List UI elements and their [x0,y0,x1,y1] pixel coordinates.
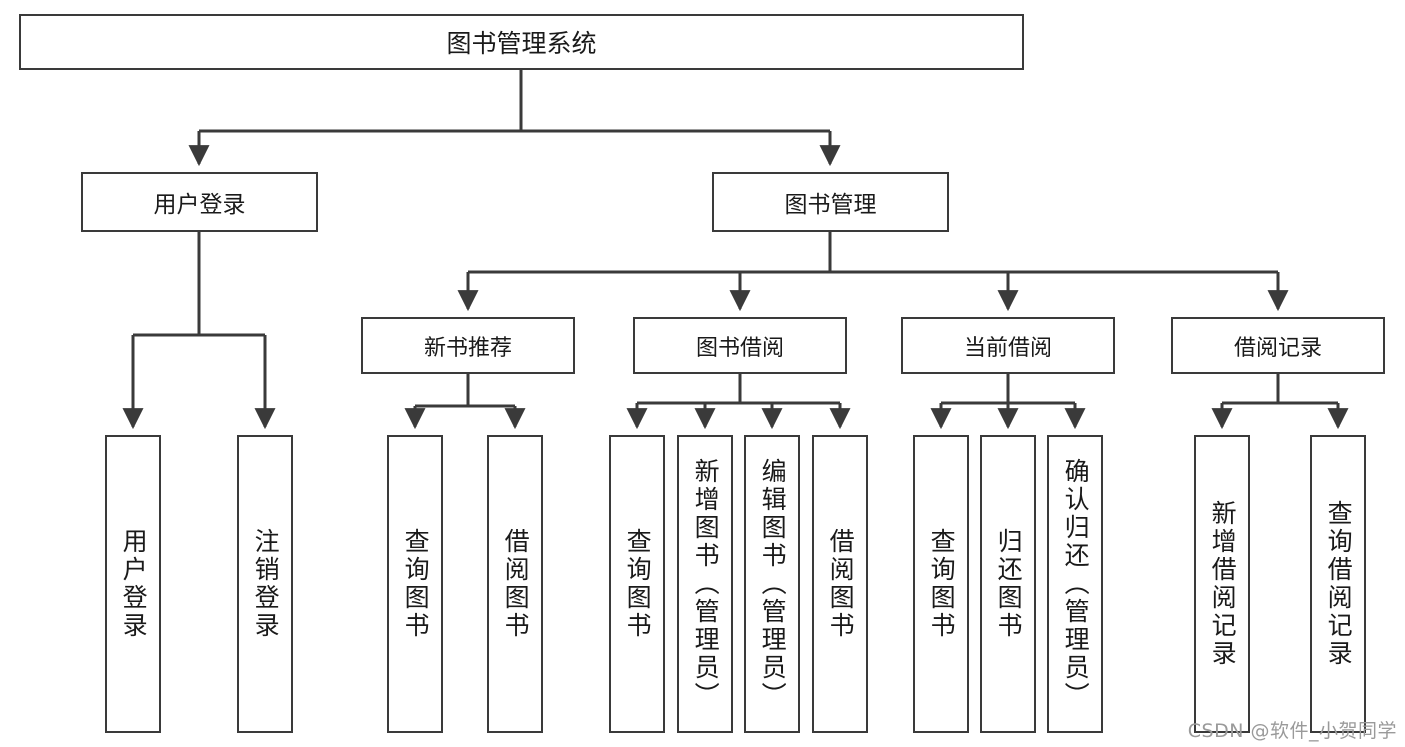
node-leaf-query-book-2[interactable]: 查询图书 [609,435,665,733]
node-borrow-record[interactable]: 借阅记录 [1171,317,1385,374]
node-book-borrow[interactable]: 图书借阅 [633,317,847,374]
leaf-label: 查询借阅记录 [1324,500,1354,668]
leaf-label: 借阅图书 [826,528,856,640]
leaf-label: 确认归还（管理员） [1061,458,1091,710]
node-leaf-borrow-book-2[interactable]: 借阅图书 [812,435,868,733]
csdn-watermark: CSDN @软件_小贺同学 [1187,720,1397,742]
leaf-label: 注销登录 [251,528,281,640]
node-leaf-user-logout[interactable]: 注销登录 [237,435,293,733]
leaf-label: 新增图书（管理员） [691,458,721,710]
node-leaf-borrow-book-1[interactable]: 借阅图书 [487,435,543,733]
node-leaf-return-book[interactable]: 归还图书 [980,435,1036,733]
node-leaf-query-book-3[interactable]: 查询图书 [913,435,969,733]
node-leaf-confirm-return[interactable]: 确认归还（管理员） [1047,435,1103,733]
node-leaf-user-login[interactable]: 用户登录 [105,435,161,733]
node-user-login[interactable]: 用户登录 [81,172,318,232]
node-leaf-edit-book[interactable]: 编辑图书（管理员） [744,435,800,733]
node-leaf-add-book[interactable]: 新增图书（管理员） [677,435,733,733]
node-leaf-query-book-1[interactable]: 查询图书 [387,435,443,733]
leaf-label: 编辑图书（管理员） [758,458,788,710]
leaf-label: 用户登录 [119,528,149,640]
leaf-label: 查询图书 [623,528,653,640]
node-leaf-add-record[interactable]: 新增借阅记录 [1194,435,1250,733]
leaf-label: 借阅图书 [501,528,531,640]
leaf-label: 查询图书 [401,528,431,640]
node-leaf-query-record[interactable]: 查询借阅记录 [1310,435,1366,733]
leaf-label: 新增借阅记录 [1208,500,1238,668]
node-book-management[interactable]: 图书管理 [712,172,949,232]
node-new-book-recommend[interactable]: 新书推荐 [361,317,575,374]
leaf-label: 查询图书 [927,528,957,640]
leaf-label: 归还图书 [994,528,1024,640]
node-root-system[interactable]: 图书管理系统 [19,14,1024,70]
node-current-borrow[interactable]: 当前借阅 [901,317,1115,374]
